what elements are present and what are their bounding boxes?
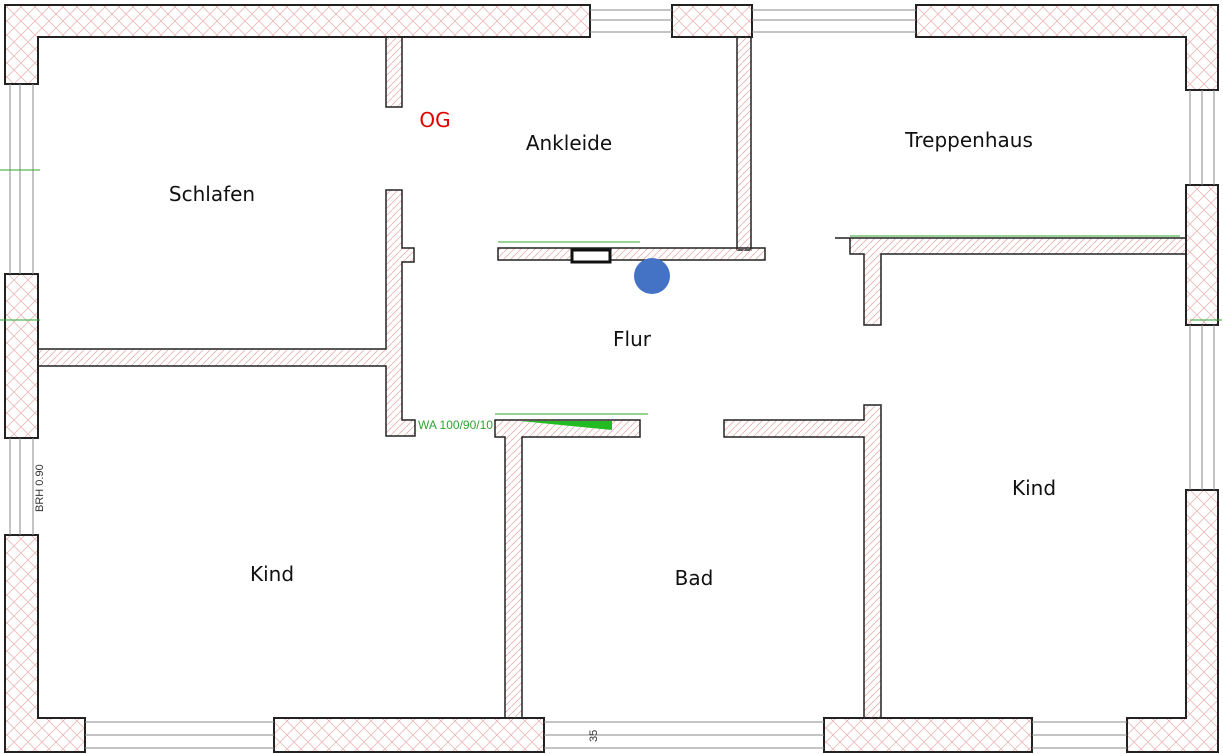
room-label-treppenhaus: Treppenhaus [905, 128, 1033, 152]
location-marker[interactable] [634, 258, 670, 294]
interior-walls [37, 36, 1187, 719]
door-swing-marker [520, 421, 612, 430]
room-label-bad: Bad [674, 566, 714, 590]
room-label-kind-right: Kind [1011, 476, 1057, 500]
wall-right-mid [1185, 184, 1219, 326]
door-frame [570, 248, 612, 264]
exterior-walls [4, 4, 1219, 753]
floor-label: OG [419, 108, 451, 132]
wall-bottom-mid [273, 717, 545, 753]
wall-top-right [915, 4, 1219, 91]
room-label-flur: Flur [613, 327, 651, 351]
room-label-ankleide: Ankleide [525, 131, 613, 155]
dimension-annotation: 35 [588, 729, 600, 742]
wall-top-mid [671, 4, 753, 38]
wall-top-left [4, 4, 591, 85]
wall-bottom-right [1126, 489, 1219, 753]
dimension-lines [0, 169, 1222, 415]
sill-height-annotation: BRH 0.90 [34, 464, 46, 512]
room-label-kind-left: Kind [249, 562, 295, 586]
wall-bottom-left [4, 534, 86, 753]
windows [9, 9, 1215, 749]
wall-left-mid [4, 273, 39, 439]
window-annotation: WA 100/90/10 [418, 418, 493, 432]
wall-bottom-mid2 [823, 717, 1033, 753]
room-label-schlafen: Schlafen [168, 182, 256, 206]
